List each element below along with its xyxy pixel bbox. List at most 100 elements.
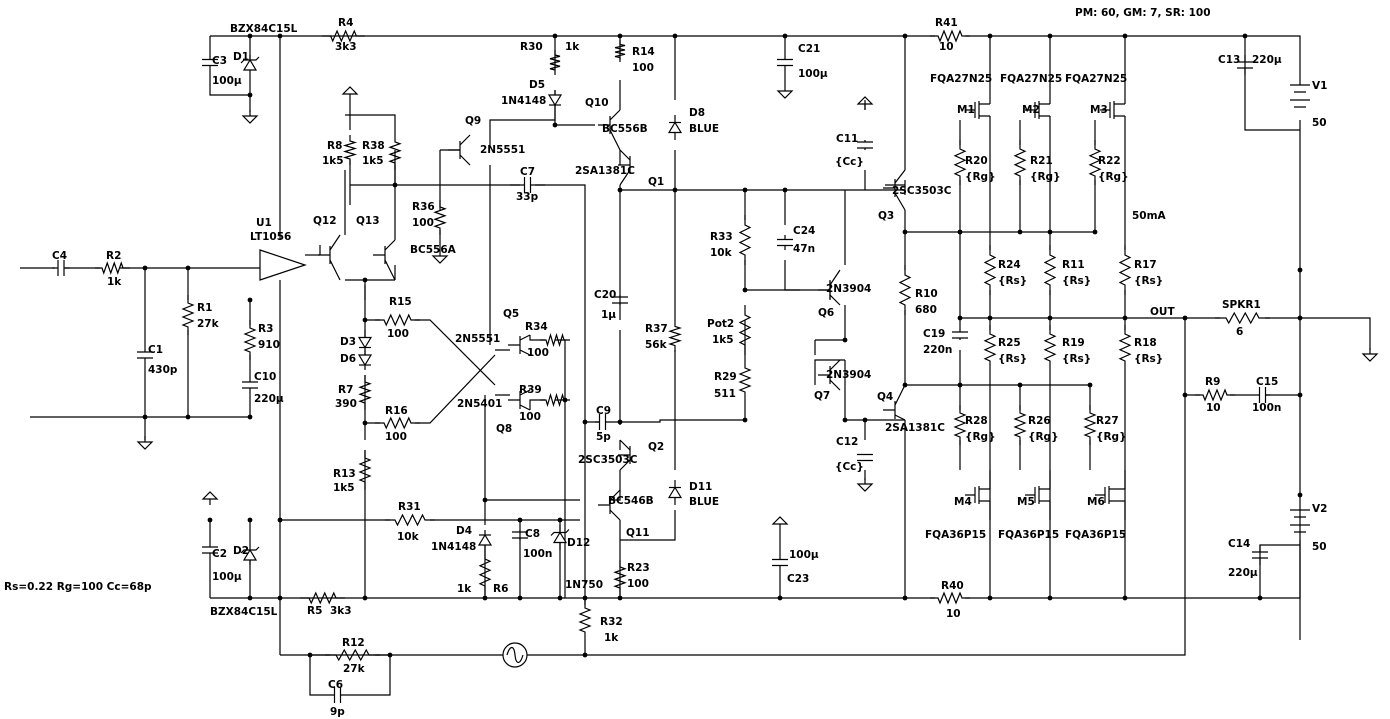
label-d4v: 1N4148	[431, 541, 476, 553]
label-q11t: BC546B	[608, 495, 654, 507]
label-q10t: BC556B	[602, 123, 648, 135]
ground-symbol	[136, 436, 154, 450]
transistor-base	[448, 141, 461, 159]
junction-dot	[362, 595, 368, 601]
transistor-leads	[894, 384, 906, 421]
junction-dot	[957, 229, 963, 235]
label-q5t: 2N5551	[455, 333, 500, 345]
junction-dot	[247, 414, 253, 420]
mosfet-body	[1100, 101, 1125, 119]
junction-dot	[247, 595, 253, 601]
junction-dot	[1047, 595, 1053, 601]
transistor-leads	[519, 334, 531, 356]
label-r31v: 10k	[397, 531, 420, 543]
resistor	[540, 392, 570, 408]
junction-dot	[207, 517, 213, 523]
label-r11: R11	[1062, 259, 1085, 271]
junction-dot	[902, 382, 908, 388]
junction-dot	[672, 33, 678, 39]
label-r7v: 390	[335, 398, 357, 410]
junction-dot	[552, 122, 558, 128]
label-r4: R4	[338, 17, 353, 29]
label-r7: R7	[338, 384, 353, 396]
junction-dot	[582, 652, 588, 658]
label-d5v: 1N4148	[501, 95, 546, 107]
resistor	[898, 265, 912, 315]
label-q8: Q8	[496, 423, 512, 435]
label-r38v: 1k5	[362, 155, 384, 167]
label-r41v: 10	[939, 41, 954, 53]
opamp-symbol	[259, 249, 307, 281]
resistor	[1083, 405, 1097, 445]
label-r32v: 1k	[604, 632, 619, 644]
label-r29v: 511	[714, 388, 736, 400]
components	[52, 29, 1379, 703]
label-c12: C12	[836, 436, 858, 448]
label-c8v: 100n	[523, 548, 552, 560]
junction-dot	[362, 317, 368, 323]
label-q6t: 2N3904	[826, 283, 871, 295]
junction-dot	[862, 417, 868, 423]
battery-v1	[1290, 84, 1310, 108]
capacitor	[857, 453, 873, 462]
label-r31: R31	[398, 501, 421, 513]
junction-dot	[902, 595, 908, 601]
battery-v2	[1290, 509, 1310, 533]
transistor-leads	[829, 269, 841, 306]
label-c11: C11	[836, 133, 858, 145]
label-r26v: {Rg}	[1028, 431, 1059, 443]
junction-dot	[987, 33, 993, 39]
junction-dot	[742, 287, 748, 293]
wire	[1259, 544, 1300, 598]
resistor	[478, 550, 492, 595]
label-r39: R39	[519, 384, 542, 396]
label-c19v: 220n	[923, 344, 952, 356]
ground-symbol	[1361, 348, 1379, 362]
label-r6v: 1k	[457, 583, 472, 595]
label-q6: Q6	[818, 307, 834, 319]
resistor	[738, 305, 752, 355]
label-spkr: SPKR1	[1222, 299, 1261, 311]
junction-dot	[1122, 33, 1128, 39]
label-c12v: {Cc}	[835, 461, 864, 473]
label-v1: V1	[1312, 80, 1327, 92]
resistor	[358, 450, 372, 490]
label-d12: D12	[567, 537, 590, 549]
label-r9v: 10	[1206, 402, 1221, 414]
diode-body	[477, 533, 493, 546]
junction-dot	[1182, 392, 1188, 398]
resistor	[953, 405, 967, 445]
label-r1: R1	[197, 302, 212, 314]
label-r17: R17	[1134, 259, 1157, 271]
zener-bar	[240, 546, 260, 554]
label-r37: R37	[645, 323, 668, 335]
label-r36: R36	[412, 201, 435, 213]
label-r6: R6	[493, 583, 508, 595]
label-d5: D5	[529, 79, 545, 91]
label-m3: M3	[1090, 104, 1108, 116]
resistor	[549, 50, 561, 75]
capacitor	[595, 414, 610, 430]
wires	[20, 35, 1371, 696]
resistor	[1088, 140, 1102, 185]
label-q7t: 2N3904	[826, 369, 871, 381]
junction-dot	[247, 517, 253, 523]
resistor	[1043, 325, 1057, 370]
wire	[209, 520, 251, 598]
resistor	[1013, 405, 1027, 445]
label-header: PM: 60, GM: 7, SR: 100	[1075, 7, 1211, 19]
label-r28: R28	[965, 415, 988, 427]
label-r13v: 1k5	[333, 482, 355, 494]
junction-dot	[362, 420, 368, 426]
label-r1v: 27k	[197, 318, 220, 330]
resistor	[1013, 140, 1027, 185]
label-out: OUT	[1150, 306, 1175, 318]
label-q2: Q2	[648, 441, 664, 453]
label-c24v: 47n	[793, 243, 815, 255]
transistor-base	[618, 446, 631, 464]
zener-bar	[550, 529, 570, 536]
label-c13: C13	[1218, 54, 1240, 66]
junction-dot	[742, 417, 748, 423]
label-q9: Q9	[465, 115, 481, 127]
junction-dot	[617, 187, 623, 193]
